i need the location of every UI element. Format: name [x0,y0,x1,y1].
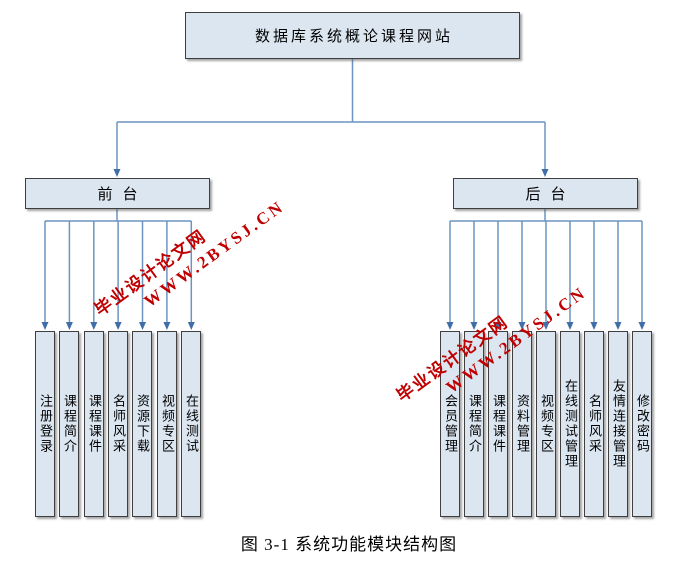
back-module-links-mgmt: 友情连接管理 [608,331,628,517]
module-label: 在线测试 [184,394,199,454]
module-label: 课程简介 [467,394,482,454]
front-module-downloads: 资源下载 [132,331,152,517]
module-label: 修改密码 [635,394,650,454]
module-label: 资料管理 [515,394,530,454]
module-label: 课程课件 [87,394,102,454]
node-front: 前台 [25,178,210,209]
back-module-teachers: 名师风采 [584,331,604,517]
module-label: 课程课件 [491,394,506,454]
back-module-course-intro: 课程简介 [464,331,484,517]
back-module-member-mgmt: 会员管理 [440,331,460,517]
front-module-online-test: 在线测试 [181,331,201,517]
front-module-teachers: 名师风采 [108,331,128,517]
node-root: 数据库系统概论课程网站 [185,12,520,59]
module-label: 友情连接管理 [611,379,626,469]
front-module-video-zone: 视频专区 [157,331,177,517]
back-module-video-zone: 视频专区 [536,331,556,517]
back-module-material-mgmt: 资料管理 [512,331,532,517]
back-module-online-test-mgmt: 在线测试管理 [560,331,580,517]
module-label: 名师风采 [111,394,126,454]
node-back: 后台 [453,178,638,209]
front-module-courseware: 课程课件 [84,331,104,517]
module-label: 在线测试管理 [563,379,578,469]
module-label: 视频专区 [160,394,175,454]
module-label: 名师风采 [587,394,602,454]
front-module-register-login: 注册登录 [35,331,55,517]
watermark-site-url: WWW.2BYSJ.CN [140,196,289,311]
module-label: 课程简介 [62,394,77,454]
module-label: 资源下载 [135,394,150,454]
front-module-course-intro: 课程简介 [59,331,79,517]
module-label: 视频专区 [539,394,554,454]
module-label: 会员管理 [443,394,458,454]
back-module-change-password: 修改密码 [632,331,652,517]
module-label: 注册登录 [38,394,53,454]
back-module-courseware: 课程课件 [488,331,508,517]
figure-caption: 图 3-1 系统功能模块结构图 [240,535,458,554]
